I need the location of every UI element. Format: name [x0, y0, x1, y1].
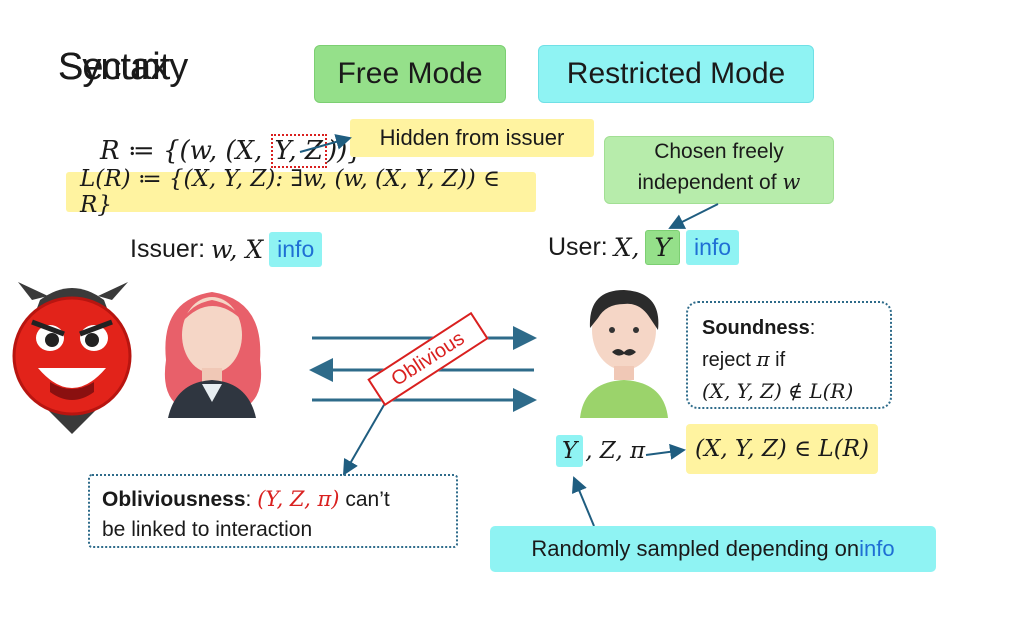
slide-title-layer-2: Security	[58, 46, 188, 88]
output-rest: , Z, π	[585, 438, 646, 464]
hidden-from-issuer-note: Hidden from issuer	[350, 119, 594, 157]
user-y-box: Y	[645, 230, 680, 265]
issuer-vars: w, X	[211, 235, 264, 264]
obliviousness-box: Obliviousness: (Y, Z, π) can’t be linked…	[88, 474, 458, 548]
hidden-part-box: Y, Z	[270, 134, 327, 168]
issuer-label: Issuer: w, X info	[130, 232, 323, 267]
chosen-freely-note: Chosen freely independent of w	[604, 136, 834, 204]
slide-title-layer-1: Syntax	[58, 46, 169, 88]
chosen-note-arrow	[668, 203, 719, 229]
user-label-text: User:	[548, 233, 608, 261]
restricted-mode-button[interactable]: Restricted Mode	[538, 45, 814, 103]
relation-prefix: R ≔ {(w, (X,	[100, 136, 271, 166]
random-note-info: info	[859, 536, 895, 561]
output-to-result-arrow	[645, 443, 686, 460]
soundness-line-2: reject π if	[702, 347, 786, 371]
devil-face-icon	[12, 282, 132, 434]
random-note-arrow	[572, 476, 595, 527]
woman-avatar-icon	[164, 292, 262, 418]
obliviousness-math: (Y, Z, π)	[257, 487, 340, 511]
chosen-line-1: Chosen freely	[654, 140, 784, 163]
membership-result: (X, Y, Z) ∈ L(R)	[686, 424, 878, 474]
free-mode-button[interactable]: Free Mode	[314, 45, 506, 103]
soundness-line-1: Soundness:	[702, 317, 816, 339]
chosen-line-2: independent of w	[637, 170, 801, 194]
soundness-box: Soundness: reject π if (X, Y, Z) ∉ L(R)	[686, 301, 892, 409]
randomly-sampled-note: Randomly sampled depending on info	[490, 526, 936, 572]
user-label: User: X, Y info	[548, 230, 740, 265]
issuer-label-text: Issuer:	[130, 235, 206, 263]
obliviousness-line-1: Obliviousness: (Y, Z, π) can’t	[102, 487, 390, 511]
obliviousness-line-2: be linked to interaction	[102, 518, 313, 541]
user-info-badge: info	[686, 230, 740, 265]
output-y-box: Y	[556, 435, 584, 467]
relation-hidden-part: Y, Z	[274, 136, 323, 166]
man-avatar-icon	[580, 290, 668, 418]
soundness-line-3: (X, Y, Z) ∉ L(R)	[702, 379, 854, 403]
hidden-note-arrow	[299, 134, 352, 153]
oblivious-to-note-arrow	[342, 397, 389, 476]
user-output: Y , Z, π	[556, 435, 645, 467]
chosen-var-w: w	[782, 170, 801, 194]
issuer-info-badge: info	[269, 232, 323, 267]
user-vars: X,	[613, 233, 640, 262]
